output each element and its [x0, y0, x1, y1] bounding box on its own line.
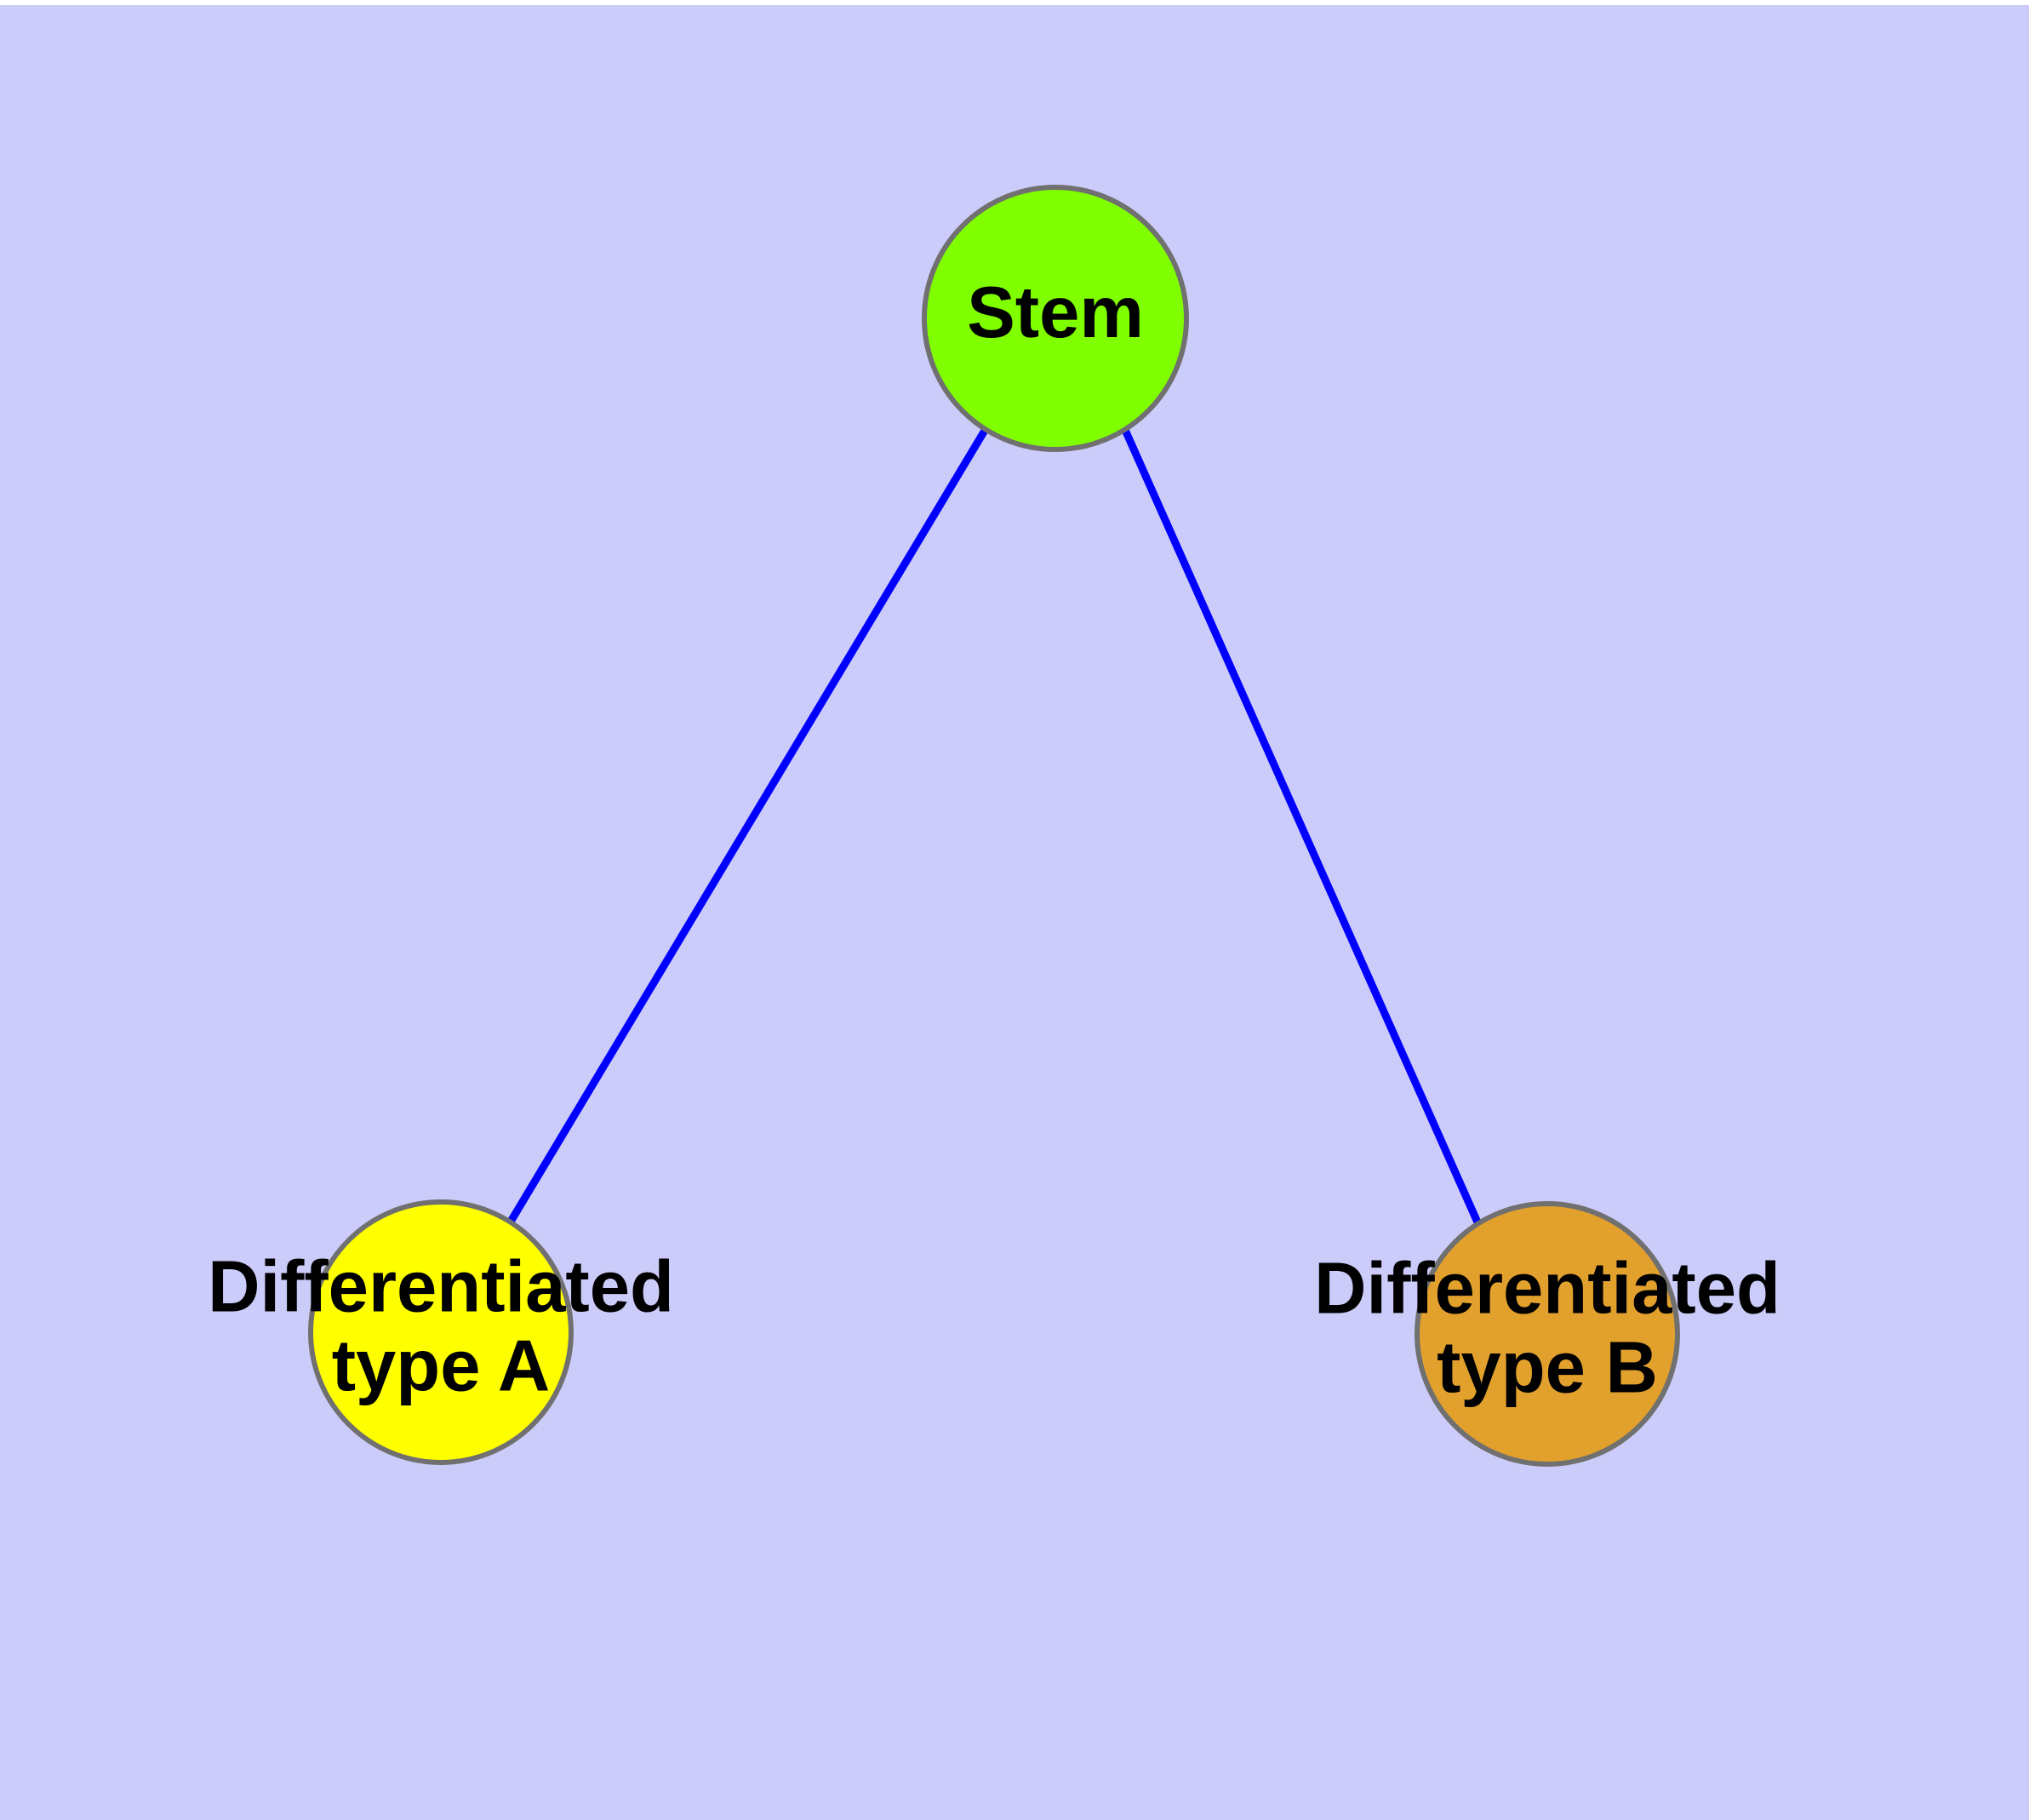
node-label-line: Differentiated	[1314, 1249, 1780, 1330]
node-differentiated-type-a[interactable]	[308, 1199, 574, 1465]
edge-stem-to-differentiated-type-b[interactable]	[1121, 428, 1483, 1226]
node-differentiated-type-b[interactable]	[1415, 1201, 1680, 1467]
node-label-line: type B	[1437, 1328, 1658, 1409]
node-label-line: type A	[332, 1326, 551, 1407]
edge-stem-to-differentiated-type-a[interactable]	[507, 426, 989, 1224]
node-label-line: Differentiated	[208, 1247, 674, 1328]
node-label-stem: Stem	[967, 272, 1144, 353]
node-stem[interactable]	[922, 185, 1189, 452]
node-layer	[308, 185, 1680, 1467]
edge-layer	[507, 426, 1483, 1226]
node-label-line: Stem	[967, 272, 1144, 353]
